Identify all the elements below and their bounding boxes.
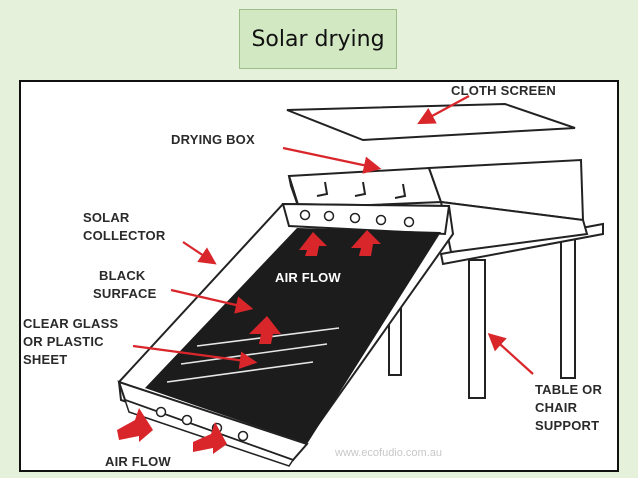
- cloth-screen-pointer: [417, 95, 470, 125]
- table-support-label-line2: CHAIR: [535, 400, 578, 415]
- pointer-arrows: [132, 95, 534, 375]
- cloth-screen-label: CLOTH SCREEN: [451, 83, 556, 98]
- top-vent-holes: [299, 209, 415, 228]
- table-support-pointer: [487, 333, 534, 375]
- air-flow-arrows: [117, 230, 381, 454]
- cloth-screen: [286, 102, 576, 142]
- table-support-label-line3: SUPPORT: [535, 418, 599, 433]
- solar-dryer-diagram: CLOTH SCREEN DRYING BOX SOLAR COLLECTOR …: [23, 83, 604, 469]
- air-flow-arrow-3: [249, 316, 281, 344]
- air-flow-arrow-1: [299, 232, 327, 256]
- bottom-vent-face: [123, 398, 295, 467]
- air-flow-arrow-2: [351, 230, 381, 256]
- drying-box-pointer: [282, 146, 382, 174]
- solar-collector-pointer: [182, 241, 217, 265]
- tray-hooks: [316, 181, 407, 199]
- watermark: www.ecofudio.com.au: [334, 447, 442, 459]
- table-support-label-line1: TABLE OR: [535, 382, 602, 397]
- clear-glass-label-line3: SHEET: [23, 352, 67, 367]
- diagram-frame: CLOTH SCREEN DRYING BOX SOLAR COLLECTOR …: [19, 80, 619, 472]
- black-surface: [145, 228, 441, 444]
- clear-glass-label-line2: OR PLASTIC: [23, 334, 104, 349]
- air-flow-arrow-4: [117, 408, 153, 442]
- black-surface-label-line1: BLACK: [99, 268, 146, 283]
- solar-collector-label-line2: COLLECTOR: [83, 228, 166, 243]
- slide-title: Solar drying: [239, 9, 397, 69]
- drying-box-label: DRYING BOX: [171, 132, 255, 147]
- solar-collector-label-line1: SOLAR: [83, 210, 130, 225]
- air-flow-arrow-5: [193, 422, 227, 454]
- clear-glass-pointer: [132, 344, 258, 369]
- air-flow-inner-label: AIR FLOW: [275, 270, 341, 285]
- black-surface-label-line2: SURFACE: [93, 286, 157, 301]
- black-surface-pointer: [170, 288, 254, 314]
- air-flow-bottom-label: AIR FLOW: [105, 454, 171, 469]
- clear-glass-label-line1: CLEAR GLASS: [23, 316, 118, 331]
